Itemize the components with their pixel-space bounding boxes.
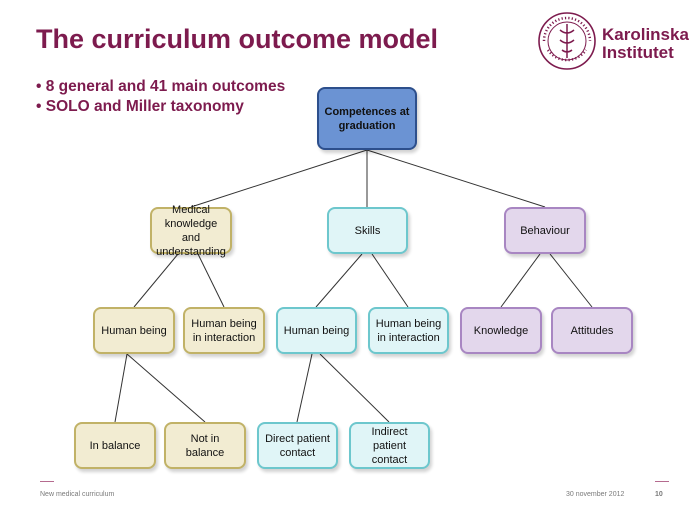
footer-date: 30 november 2012 — [566, 491, 625, 498]
connector — [319, 353, 390, 423]
connector — [133, 253, 179, 308]
node-attitudes: Attitudes — [551, 307, 633, 354]
connector — [549, 253, 593, 308]
bullet-item: SOLO and Miller taxonomy — [36, 97, 285, 117]
node-skills: Skills — [327, 207, 408, 254]
seal-icon — [538, 12, 596, 70]
connector — [500, 253, 541, 308]
slide-title: The curriculum outcome model — [36, 24, 439, 54]
connector — [126, 353, 206, 423]
connector — [371, 253, 409, 308]
connector — [296, 353, 313, 423]
node-not-in-balance: Not in balance — [164, 422, 246, 469]
connector — [114, 353, 128, 423]
footer-course-name: New medical curriculum — [40, 491, 115, 498]
node-direct-patient-contact: Direct patient contact — [257, 422, 338, 469]
bullet-list: 8 general and 41 main outcomes SOLO and … — [36, 77, 285, 117]
connector — [366, 149, 546, 208]
footer-divider-right — [655, 481, 669, 482]
node-indirect-patient-contact: Indirect patient contact — [349, 422, 430, 469]
karolinska-logo: Karolinska Institutet — [536, 10, 689, 72]
bullet-item: 8 general and 41 main outcomes — [36, 77, 285, 97]
logo-wordmark-line2: Institutet — [602, 43, 674, 62]
connector — [197, 253, 225, 308]
footer-divider-left — [40, 481, 54, 482]
node-medical-human-being-in-interaction: Human being in interaction — [183, 307, 265, 354]
node-in-balance: In balance — [74, 422, 156, 469]
node-behaviour: Behaviour — [504, 207, 586, 254]
node-skills-human-being-in-interaction: Human being in interaction — [368, 307, 449, 354]
page-number: 10 — [655, 491, 663, 498]
connector — [315, 253, 363, 308]
node-medical-human-being: Human being — [93, 307, 175, 354]
node-skills-human-being: Human being — [276, 307, 357, 354]
connector — [190, 149, 368, 208]
node-knowledge: Knowledge — [460, 307, 542, 354]
logo-wordmark-line1: Karolinska — [602, 25, 689, 44]
node-medical-knowledge: Medical knowledge and understanding — [150, 204, 232, 258]
node-competences-at-graduation: Competences at graduation — [317, 87, 417, 150]
